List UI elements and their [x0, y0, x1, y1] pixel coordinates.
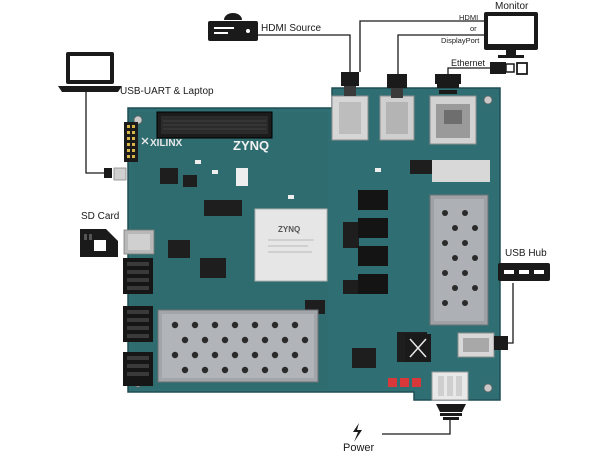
fmc-connector — [156, 111, 273, 139]
ddr-memory — [358, 190, 388, 294]
ethernet-end-icon — [490, 62, 528, 75]
hdmi-monitor-plug — [387, 74, 407, 98]
hdmi-source-plug — [341, 72, 359, 96]
monitor-label: Monitor — [495, 1, 529, 12]
chip-label: ZYNQ — [278, 225, 300, 234]
usb-hub-cable — [505, 283, 514, 344]
cables — [85, 20, 514, 435]
monitor-hdmi-cable — [359, 20, 484, 72]
hdmi-in-port — [331, 95, 369, 141]
sfp-cage — [429, 194, 489, 326]
usb-uart-cable — [85, 92, 112, 174]
jack-block — [405, 334, 431, 362]
pin-header-left — [124, 122, 138, 162]
usb-hub-icon — [498, 263, 550, 281]
zynq-board-text: ZYNQ — [233, 138, 269, 153]
laptop-icon — [58, 52, 122, 92]
usb-port-board — [457, 332, 495, 358]
xilinx-logo-text: XILINX — [150, 138, 183, 149]
sd-card-slot — [123, 229, 155, 255]
monitor-icon — [484, 12, 538, 58]
ethernet-plug — [435, 74, 461, 94]
hdmi-source-label: HDMI Source — [261, 23, 322, 34]
monitor-or-label: or — [470, 24, 477, 33]
monitor-hdmi-label: HDMI — [459, 13, 479, 22]
pmod-connectors — [123, 258, 153, 386]
monitor-dp-cable — [397, 34, 484, 74]
monitor-displayport-label: DisplayPort — [441, 36, 480, 45]
hdmi-source-icon — [208, 13, 258, 41]
power-bolt-icon — [353, 423, 362, 442]
usb-uart-label: USB-UART & Laptop — [120, 86, 214, 97]
sd-card-label: SD Card — [81, 211, 120, 222]
ethernet-label: Ethernet — [451, 58, 486, 68]
usb-hub-plug — [494, 336, 508, 350]
sd-card-icon — [80, 229, 118, 257]
usb-uart-plug — [104, 168, 112, 178]
power-label: Power — [343, 442, 375, 454]
zynq-chip: ZYNQ — [254, 208, 328, 282]
power-connector-board — [431, 371, 469, 401]
micro-usb-port-board — [113, 167, 127, 181]
ethernet-port — [429, 95, 477, 145]
heatsink — [157, 309, 319, 383]
usb-hub-label: USB Hub — [505, 248, 547, 259]
power-cable — [382, 420, 451, 435]
hdmi-out-port — [379, 95, 415, 141]
small-components — [160, 115, 490, 368]
board-markings: XILINX ZYNQ — [141, 137, 269, 153]
power-plug — [436, 404, 466, 420]
ethernet-cable — [447, 67, 490, 74]
push-buttons — [388, 378, 421, 387]
